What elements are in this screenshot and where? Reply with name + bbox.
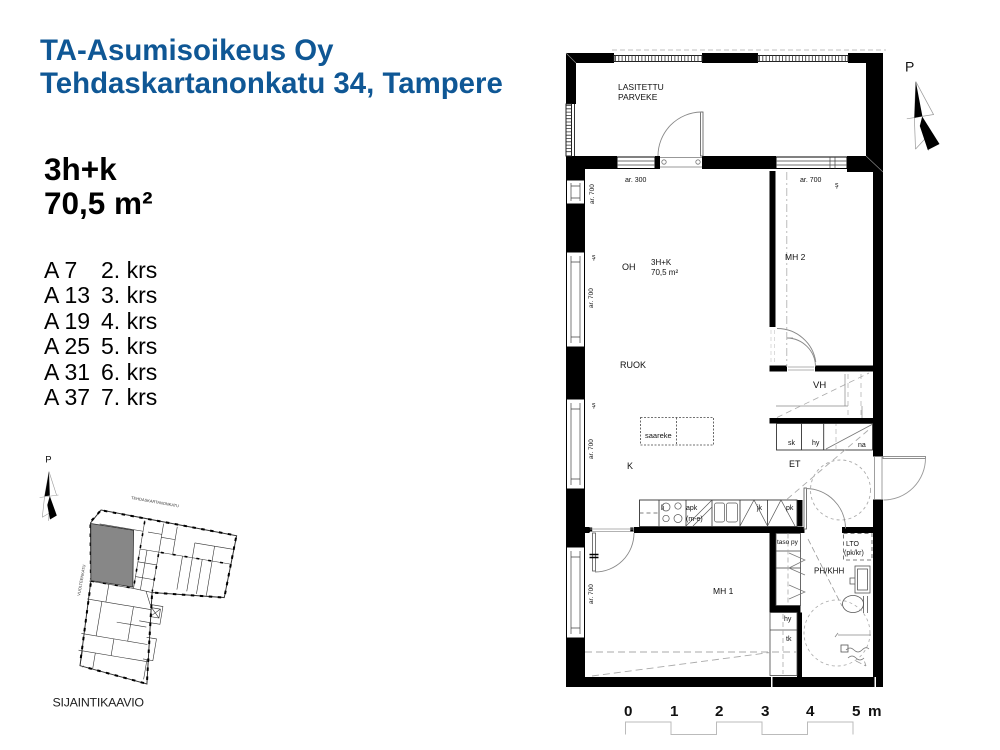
svg-text:P: P bbox=[905, 59, 914, 75]
svg-text:apk: apk bbox=[686, 505, 698, 512]
svg-text:PARVEKE: PARVEKE bbox=[618, 92, 658, 102]
svg-text:TEHDASKARTANONKATU: TEHDASKARTANONKATU bbox=[131, 495, 180, 508]
svg-text:VUOLTEENKATU: VUOLTEENKATU bbox=[76, 564, 86, 596]
svg-text:OH: OH bbox=[622, 262, 636, 272]
svg-text:ş: ş bbox=[592, 254, 596, 261]
svg-text:ar. 700: ar. 700 bbox=[588, 288, 595, 308]
svg-text:P: P bbox=[45, 455, 51, 466]
svg-text:3: 3 bbox=[761, 703, 769, 720]
svg-text:ş: ş bbox=[592, 402, 596, 409]
svg-text:3H+K: 3H+K bbox=[651, 258, 672, 267]
svg-text:sk: sk bbox=[788, 440, 796, 447]
svg-text:VH: VH bbox=[813, 380, 826, 391]
svg-text:(pk/kr): (pk/kr) bbox=[844, 550, 864, 557]
svg-text:MH 1: MH 1 bbox=[713, 586, 734, 596]
svg-text:ar. 700: ar. 700 bbox=[589, 184, 596, 204]
svg-text:hy: hy bbox=[784, 616, 792, 623]
svg-text:1: 1 bbox=[670, 703, 679, 720]
svg-text:ar. 300: ar. 300 bbox=[625, 177, 647, 184]
svg-text:RUOK: RUOK bbox=[620, 360, 646, 370]
svg-text:na: na bbox=[858, 442, 866, 449]
svg-text:ar. 700: ar. 700 bbox=[588, 439, 595, 459]
svg-text:py: py bbox=[791, 539, 799, 546]
svg-text:hy: hy bbox=[812, 440, 820, 447]
svg-text:(m-e): (m-e) bbox=[686, 516, 703, 523]
svg-text:ET: ET bbox=[789, 459, 801, 469]
svg-text:tk: tk bbox=[786, 636, 792, 643]
svg-text:pk: pk bbox=[786, 505, 794, 512]
svg-text:2: 2 bbox=[715, 703, 723, 720]
svg-text:4: 4 bbox=[806, 703, 815, 720]
svg-text:li: li bbox=[661, 505, 665, 512]
svg-text:LTO: LTO bbox=[846, 541, 860, 548]
svg-text:saareke: saareke bbox=[645, 431, 672, 440]
svg-text:ş: ş bbox=[835, 182, 839, 189]
svg-text:SIJAINTIKAAVIO: SIJAINTIKAAVIO bbox=[53, 696, 145, 710]
svg-text:ar. 700: ar. 700 bbox=[588, 584, 595, 604]
svg-text:LASITETTU: LASITETTU bbox=[618, 82, 664, 92]
svg-text:70,5 m²: 70,5 m² bbox=[651, 268, 678, 277]
svg-text:jk: jk bbox=[756, 505, 763, 512]
svg-text:PH/KHH: PH/KHH bbox=[814, 567, 844, 576]
svg-text:5: 5 bbox=[852, 703, 861, 720]
svg-text:ar. 700: ar. 700 bbox=[800, 177, 822, 184]
svg-text:MH 2: MH 2 bbox=[785, 252, 806, 262]
svg-text:0: 0 bbox=[624, 703, 632, 720]
svg-text:taso: taso bbox=[777, 539, 790, 546]
svg-text:K: K bbox=[627, 461, 633, 471]
svg-text:m: m bbox=[868, 703, 882, 720]
